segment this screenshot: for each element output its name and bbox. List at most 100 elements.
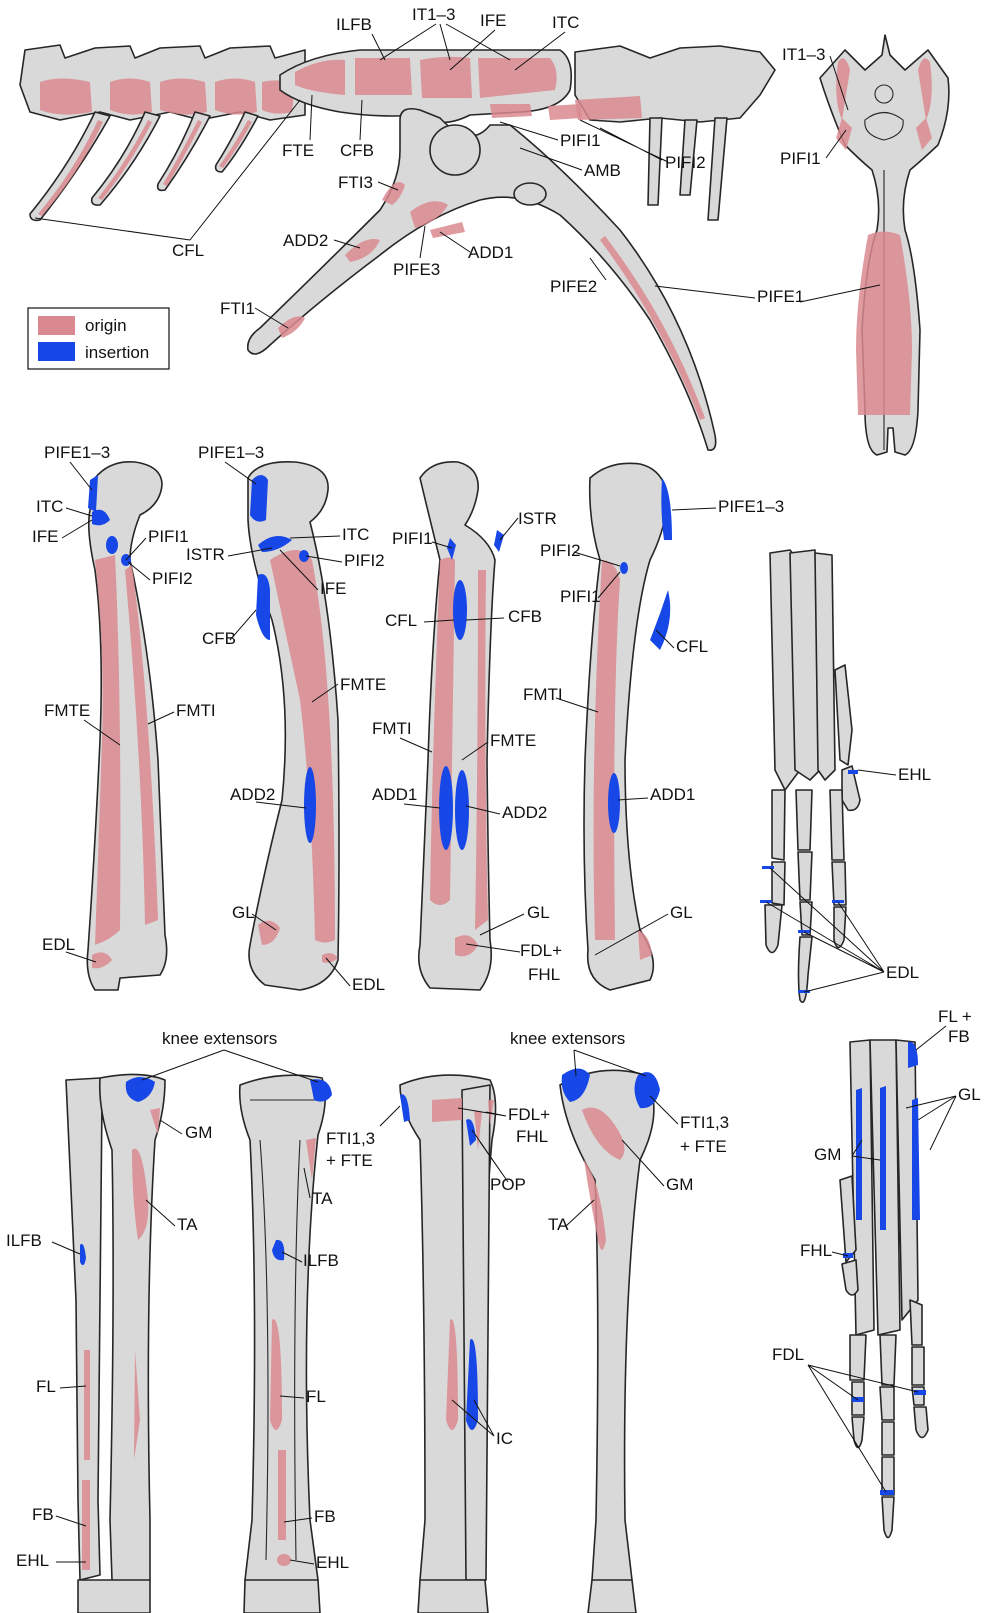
label-f3-gl: GL [527, 903, 550, 922]
label-fti1: FTI1 [220, 299, 255, 318]
label-f2-ife: IFE [320, 579, 346, 598]
label-t4-ta: TA [548, 1215, 569, 1234]
label-f1-fmte: FMTE [44, 701, 90, 720]
label-foot-fhl: FHL [800, 1241, 832, 1260]
label-it1-3: IT1–3 [412, 5, 455, 24]
label-f3-fmti: FMTI [372, 719, 412, 738]
label-pifi1: PIFI1 [560, 131, 601, 150]
label-f2-pifi2: PIFI2 [344, 551, 385, 570]
tibia-medial [560, 1069, 660, 1613]
label-t1-ehl: EHL [16, 1551, 49, 1570]
label-f4-gl: GL [670, 903, 693, 922]
label-t1-gm: GM [185, 1123, 212, 1142]
legend-insertion-swatch [38, 342, 75, 361]
label-f4-pife1-3: PIFE1–3 [718, 497, 784, 516]
label-t3-fdl: FDL+ [508, 1105, 550, 1124]
femur-medial [584, 463, 672, 990]
tibia-posterior [400, 1075, 496, 1613]
label-f3-add2: ADD2 [502, 803, 547, 822]
label-f2-fmte: FMTE [340, 675, 386, 694]
label-f2-itc: ITC [342, 525, 369, 544]
label-t3-fti13: FTI1,3 [326, 1129, 375, 1148]
label-f2-edl: EDL [352, 975, 385, 994]
label-f3-cfb: CFB [508, 607, 542, 626]
label-t4-fte: + FTE [680, 1137, 727, 1156]
label-f4-fmti: FMTI [523, 685, 563, 704]
label-ife: IFE [480, 11, 506, 30]
femur-lateral [248, 462, 339, 990]
foot-lower: FL + FB GL GM FHL FDL [772, 1007, 981, 1538]
legend-origin-label: origin [85, 316, 127, 335]
label-t2-fb: FB [314, 1507, 336, 1526]
label-t2-ilfb: ILFB [303, 1251, 339, 1270]
label-fte: FTE [282, 141, 314, 160]
label-foot-fdl: FDL [772, 1345, 804, 1364]
label-f1-edl: EDL [42, 935, 75, 954]
label-t2-fl: FL [306, 1387, 326, 1406]
label-dorsal-pifi1: PIFI1 [780, 149, 821, 168]
label-t1-fb: FB [32, 1505, 54, 1524]
label-f3-add1: ADD1 [372, 785, 417, 804]
label-t3-fte: + FTE [326, 1151, 373, 1170]
label-fti3: FTI3 [338, 173, 373, 192]
label-fl-fb-1: FL + [938, 1007, 972, 1026]
label-f4-pifi1: PIFI1 [560, 587, 601, 606]
label-dorsal-it1-3: IT1–3 [782, 45, 825, 64]
label-t3-fhl: FHL [516, 1127, 548, 1146]
label-t4-fti13: FTI1,3 [680, 1113, 729, 1132]
label-fl-fb-2: FB [948, 1027, 970, 1046]
label-add1: ADD1 [468, 243, 513, 262]
label-pifi2: PIFI2 [665, 153, 706, 172]
label-f2-pife1-3: PIFE1–3 [198, 443, 264, 462]
label-f3-fdl: FDL+ [520, 941, 562, 960]
ribs [30, 112, 727, 220]
label-f4-add1: ADD1 [650, 785, 695, 804]
label-pife1: PIFE1 [757, 287, 804, 306]
foot-upper: EHL EDL [760, 550, 931, 1002]
label-f3-pifi1: PIFI1 [392, 529, 433, 548]
label-t4-gm: GM [666, 1175, 693, 1194]
label-ilfb: ILFB [336, 15, 372, 34]
label-itc: ITC [552, 13, 579, 32]
label-f4-pifi2: PIFI2 [540, 541, 581, 560]
label-add2: ADD2 [283, 231, 328, 250]
label-f1-fmti: FMTI [176, 701, 216, 720]
label-f1-ife: IFE [32, 527, 58, 546]
legend: origin insertion [28, 308, 169, 369]
label-amb: AMB [584, 161, 621, 180]
label-foot-edl: EDL [886, 963, 919, 982]
label-f1-pifi1: PIFI1 [148, 527, 189, 546]
label-f3-fmte: FMTE [490, 731, 536, 750]
label-t1-knee-extensors: knee extensors [162, 1029, 277, 1048]
label-f4-cfl: CFL [676, 637, 708, 656]
label-f1-pifi2: PIFI2 [152, 569, 193, 588]
pubis-ischium [248, 109, 716, 450]
label-t1-ta: TA [177, 1215, 198, 1234]
label-f3-istr: ISTR [518, 509, 557, 528]
tibia-lateral [240, 1075, 332, 1613]
label-foot-ehl: EHL [898, 765, 931, 784]
pelvis-dorsal-view: IT1–3 PIFI1 [780, 35, 949, 455]
label-cfl: CFL [172, 241, 204, 260]
pelvis-lateral-view [20, 45, 775, 450]
legend-origin-swatch [38, 316, 75, 335]
label-t2-ta: TA [312, 1189, 333, 1208]
label-cfb: CFB [340, 141, 374, 160]
label-t1-fl: FL [36, 1377, 56, 1396]
label-t3-pop: POP [490, 1175, 526, 1194]
label-pife3: PIFE3 [393, 260, 440, 279]
label-foot-gm: GM [814, 1145, 841, 1164]
label-t1-ilfb: ILFB [6, 1231, 42, 1250]
label-f2-add2: ADD2 [230, 785, 275, 804]
label-t3-ic: IC [496, 1429, 513, 1448]
label-f3-cfl: CFL [385, 611, 417, 630]
label-f3-fhl: FHL [528, 965, 560, 984]
label-foot-gl: GL [958, 1085, 981, 1104]
label-t2-ehl: EHL [316, 1553, 349, 1572]
label-f2-gl: GL [232, 903, 255, 922]
label-pife2: PIFE2 [550, 277, 597, 296]
legend-insertion-label: insertion [85, 343, 149, 362]
label-f1-pife1-3: PIFE1–3 [44, 443, 110, 462]
label-t4-knee-extensors: knee extensors [510, 1029, 625, 1048]
